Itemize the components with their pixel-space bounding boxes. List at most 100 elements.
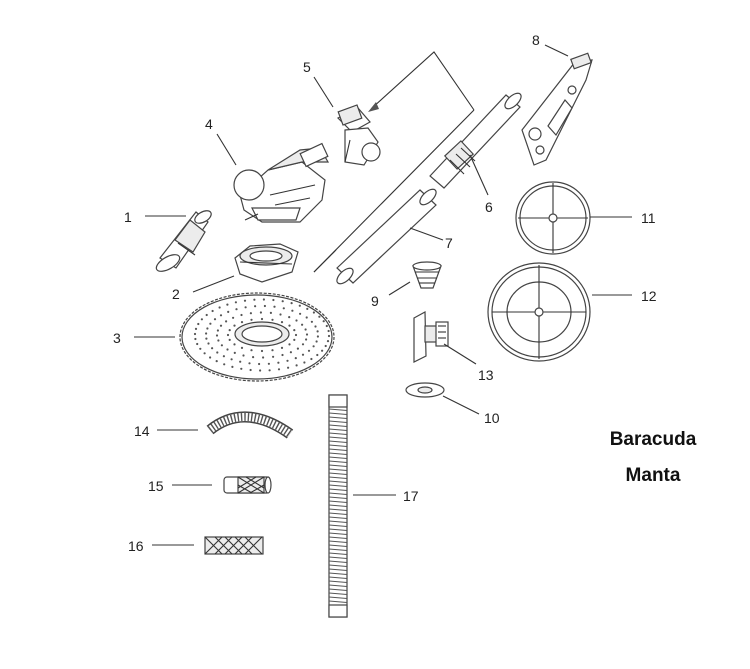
disc-hole bbox=[305, 333, 309, 336]
disc-hole bbox=[326, 340, 330, 343]
disc-hole bbox=[205, 337, 208, 340]
part-4-body bbox=[233, 142, 330, 223]
hose-rib bbox=[328, 516, 348, 519]
hose-rib bbox=[328, 476, 348, 479]
part-3-disc bbox=[179, 292, 335, 382]
leader-10 bbox=[442, 395, 480, 415]
disc-hole bbox=[226, 303, 229, 306]
disc-hole bbox=[254, 305, 257, 308]
disc-hole bbox=[299, 312, 302, 315]
disc-hole bbox=[209, 322, 212, 325]
disc-hole bbox=[321, 349, 324, 352]
callout-13: 13 bbox=[478, 367, 494, 383]
disc-hole bbox=[316, 335, 319, 338]
hose-rib bbox=[328, 504, 348, 507]
leader-13 bbox=[443, 343, 477, 365]
disc-hole bbox=[327, 334, 331, 338]
disc-hole bbox=[262, 356, 265, 359]
disc-hole bbox=[240, 321, 244, 324]
disc-hole bbox=[194, 327, 198, 330]
hose-rib bbox=[328, 564, 348, 567]
hose-rib bbox=[328, 448, 348, 451]
disc-hole bbox=[287, 366, 290, 369]
disc-hole bbox=[293, 329, 296, 332]
disc-hole bbox=[240, 313, 243, 317]
hose-rib bbox=[328, 408, 348, 411]
disc-hole bbox=[260, 317, 264, 321]
hose-rib bbox=[328, 568, 348, 571]
part-14-curved-hose bbox=[206, 411, 294, 439]
hose-rib bbox=[328, 464, 348, 467]
disc-hole bbox=[233, 351, 236, 354]
disc-hole bbox=[271, 349, 274, 352]
disc-hole bbox=[280, 346, 284, 349]
disc-hole bbox=[306, 307, 309, 310]
disc-hole bbox=[316, 353, 319, 357]
disc-hole bbox=[205, 313, 208, 317]
hose-rib bbox=[328, 528, 348, 531]
disc-hole bbox=[253, 298, 256, 301]
disc-hole bbox=[298, 304, 301, 307]
part-11-small-wheel bbox=[515, 181, 591, 255]
disc-hole bbox=[260, 349, 264, 353]
disc-hole bbox=[288, 324, 291, 327]
disc-hole bbox=[288, 316, 291, 319]
disc-hole bbox=[219, 314, 223, 317]
leader-5 bbox=[313, 76, 334, 108]
callout-3: 3 bbox=[113, 330, 121, 346]
title-line-1: Baracuda bbox=[610, 429, 697, 450]
disc-hole bbox=[211, 347, 214, 350]
hose-rib bbox=[328, 428, 348, 431]
disc-hole bbox=[228, 338, 231, 341]
disc-hole bbox=[230, 358, 233, 361]
hose-rib bbox=[328, 524, 348, 527]
hose-rib bbox=[328, 584, 348, 587]
callout-6: 6 bbox=[485, 199, 493, 215]
disc-hole bbox=[215, 334, 219, 337]
part-17-long-hose bbox=[328, 394, 348, 618]
disc-hole bbox=[200, 318, 203, 321]
disc-hole bbox=[294, 357, 297, 360]
hose-rib bbox=[328, 472, 348, 475]
disc-hole bbox=[220, 344, 223, 347]
hose-rib bbox=[328, 520, 348, 523]
disc-hole bbox=[291, 309, 294, 312]
hose-rib bbox=[328, 596, 348, 599]
disc-hole bbox=[259, 369, 262, 372]
callout-7: 7 bbox=[445, 235, 453, 251]
disc-hole bbox=[222, 355, 225, 358]
disc-hole bbox=[242, 354, 245, 357]
leader-2 bbox=[192, 275, 235, 293]
part-9-cone bbox=[412, 261, 442, 289]
part-1-coupling bbox=[155, 210, 212, 272]
callout-5: 5 bbox=[303, 59, 311, 75]
leader-4 bbox=[216, 133, 237, 166]
disc-hole bbox=[250, 349, 253, 352]
disc-hole bbox=[240, 346, 244, 349]
disc-hole bbox=[244, 306, 247, 309]
disc-hole bbox=[233, 324, 236, 327]
disc-hole bbox=[213, 318, 217, 321]
disc-hole bbox=[286, 359, 289, 362]
disc-hole bbox=[228, 329, 231, 332]
callout-16: 16 bbox=[128, 538, 144, 554]
disc-hole bbox=[280, 321, 284, 324]
leader-9 bbox=[388, 281, 411, 296]
part-15-hose-piece bbox=[223, 476, 272, 494]
part-7-lower-hose bbox=[313, 188, 437, 285]
hose-rib bbox=[328, 548, 348, 551]
disc-hole bbox=[239, 360, 242, 363]
hose-rib bbox=[328, 468, 348, 471]
disc-hole bbox=[272, 355, 275, 358]
disc-hole bbox=[240, 367, 243, 370]
callout-1: 1 bbox=[124, 209, 132, 225]
hose-rib bbox=[328, 600, 348, 603]
hose-rib bbox=[328, 440, 348, 443]
disc-hole bbox=[227, 310, 230, 313]
disc-hole bbox=[248, 362, 251, 365]
disc-hole bbox=[193, 332, 197, 336]
disc-hole bbox=[290, 302, 293, 305]
callout-8: 8 bbox=[532, 32, 540, 48]
disc-hole bbox=[289, 351, 292, 354]
